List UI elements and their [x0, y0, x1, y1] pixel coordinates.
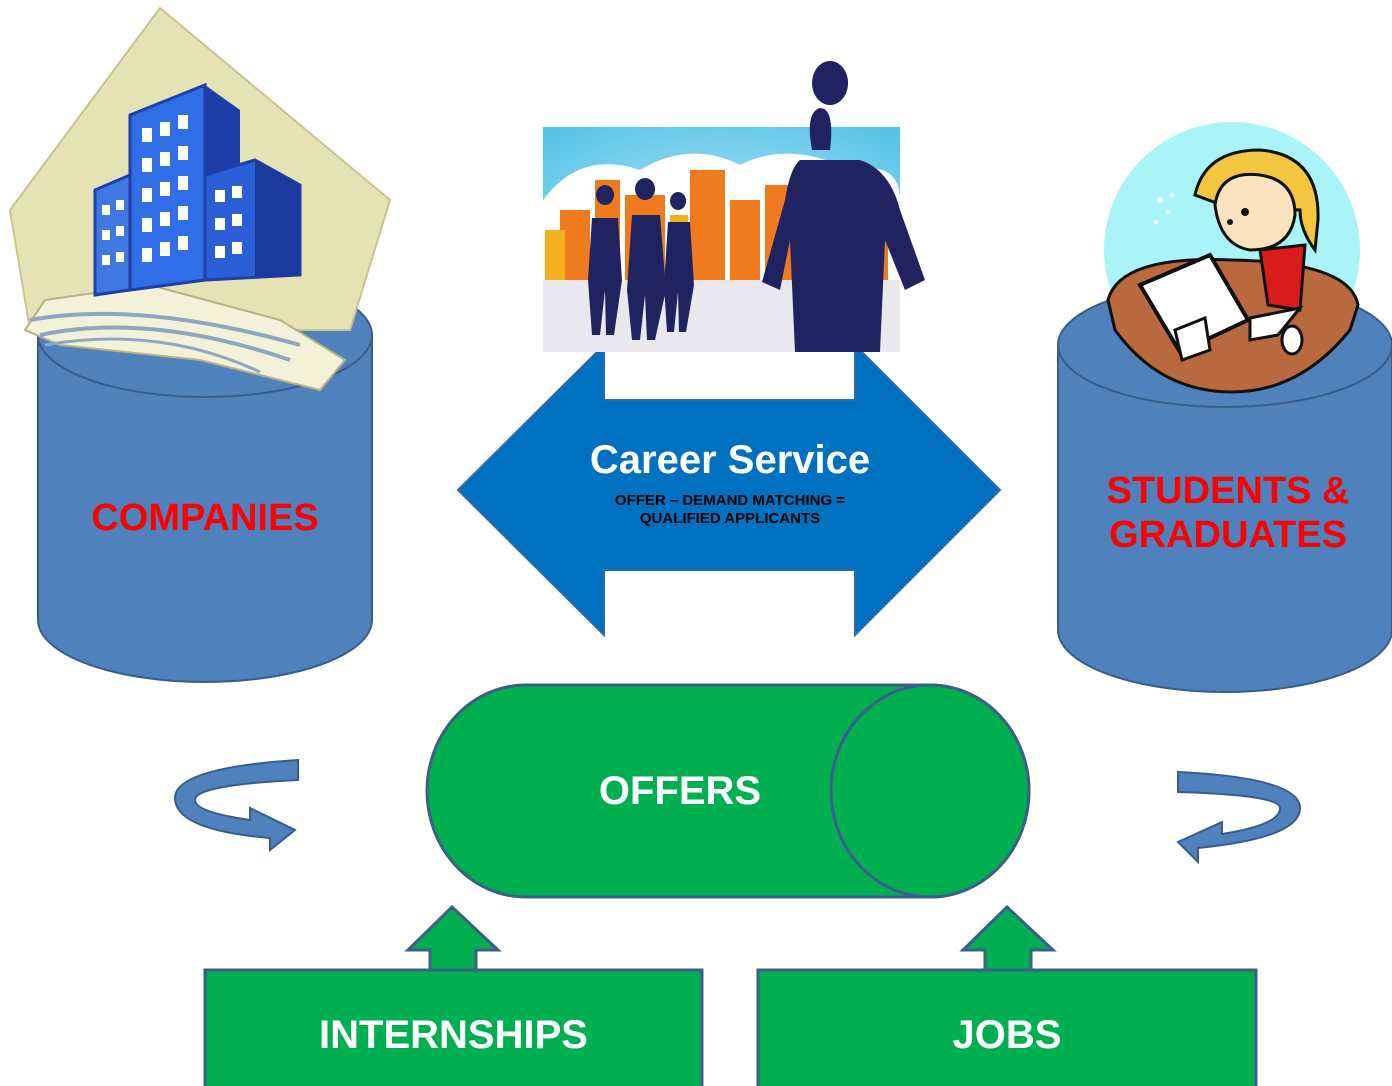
jobs-up-arrow — [959, 904, 1057, 972]
career-service-title: Career Service — [589, 438, 871, 482]
students-label: STUDENTS & GRADUATES — [1078, 470, 1378, 557]
business-people-icon — [543, 61, 925, 352]
career-service-subtitle-line2: QUALIFIED APPLICANTS — [639, 510, 821, 527]
career-service-subtitle-line1: OFFER – DEMAND MATCHING = — [614, 492, 846, 509]
career-service-arrow — [456, 342, 1002, 638]
internships-label: INTERNSHIPS — [319, 1013, 588, 1057]
cycle-arrow-left-icon — [173, 758, 299, 853]
jobs-label: JOBS — [952, 1013, 1062, 1057]
offers-cylinder — [425, 683, 1031, 899]
companies-label: COMPANIES — [91, 497, 319, 539]
students-label-line1: STUDENTS & — [1106, 470, 1350, 512]
internships-box — [203, 968, 704, 1086]
career-service-subtitle: OFFER – DEMAND MATCHING = QUALIFIED APPL… — [530, 492, 930, 528]
students-label-line2: GRADUATES — [1109, 513, 1347, 556]
office-buildings-icon — [8, 6, 392, 392]
offers-label: OFFERS — [598, 769, 762, 813]
student-computer-icon — [1104, 122, 1360, 394]
cycle-arrow-right-icon — [1176, 770, 1302, 865]
internships-up-arrow — [404, 904, 502, 972]
